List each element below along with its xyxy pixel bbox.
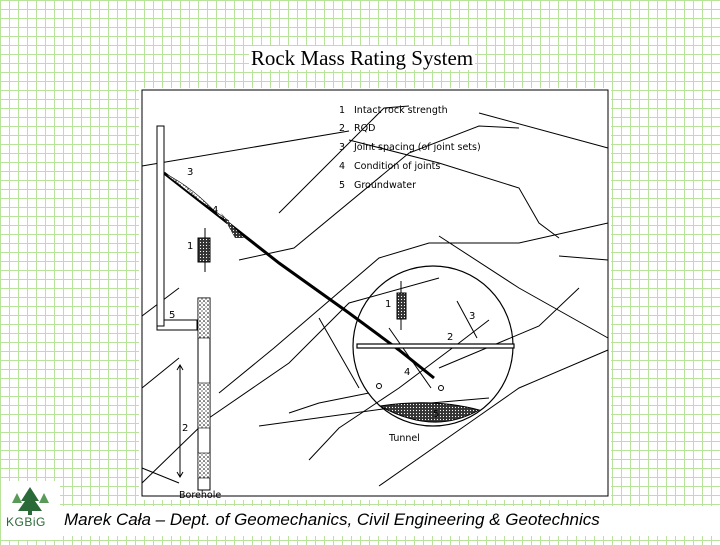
legend-num-5: 5 bbox=[339, 180, 345, 191]
tunnel bbox=[378, 402, 481, 423]
rmr-diagram: 3 4 1 5 2 1 3 2 4 5 1 Intact rock streng… bbox=[139, 88, 611, 500]
footer: Marek Cała – Dept. of Geomechanics, Civi… bbox=[60, 506, 720, 536]
title-text: Rock Mass Rating System bbox=[248, 46, 476, 70]
figure-frame bbox=[141, 89, 609, 497]
diagram-legend: 1 Intact rock strength 2 RQD 3 Joint spa… bbox=[339, 105, 481, 191]
legend-label-1: Intact rock strength bbox=[354, 105, 448, 116]
legend-num-3: 3 bbox=[339, 142, 345, 153]
legend-label-4: Condition of joints bbox=[354, 161, 440, 172]
footer-author: Marek Cała – Dept. of Geomechanics, Civi… bbox=[64, 510, 600, 529]
rqd-core bbox=[356, 343, 515, 349]
joint-infill bbox=[163, 172, 230, 222]
tree-logo-icon bbox=[1, 481, 60, 540]
marker-4-circle: 4 bbox=[404, 367, 410, 378]
legend-label-5: Groundwater bbox=[354, 180, 416, 191]
marker-5-borehole: 5 bbox=[169, 310, 175, 321]
logo-text: KGBiG bbox=[6, 515, 46, 529]
legend-num-1: 1 bbox=[339, 105, 345, 116]
diagram-svg: 3 4 1 5 2 1 3 2 4 5 1 Intact rock streng… bbox=[141, 89, 609, 500]
borehole-label: Borehole bbox=[179, 490, 221, 500]
legend-num-2: 2 bbox=[339, 123, 345, 134]
legend-num-4: 4 bbox=[339, 161, 345, 172]
kgbig-logo: KGBiG bbox=[1, 481, 60, 540]
intact-sample bbox=[396, 292, 407, 320]
marker-1-circle: 1 bbox=[385, 299, 391, 310]
page-title: Rock Mass Rating System bbox=[0, 46, 720, 71]
marker-4-borehole: 4 bbox=[212, 205, 218, 216]
borehole bbox=[156, 125, 211, 491]
tunnel-label: Tunnel bbox=[388, 433, 420, 444]
marker-2-borehole: 2 bbox=[182, 423, 188, 434]
marker-3-borehole: 3 bbox=[187, 167, 193, 178]
joint-lines bbox=[141, 105, 609, 487]
marker-5-circle: 5 bbox=[433, 409, 439, 420]
legend-label-2: RQD bbox=[354, 123, 375, 134]
major-joint bbox=[163, 171, 435, 380]
legend-label-3: Joint spacing (of joint sets) bbox=[353, 142, 481, 153]
marker-1-borehole: 1 bbox=[187, 241, 193, 252]
joint-infill-2 bbox=[221, 213, 244, 238]
marker-2-circle: 2 bbox=[447, 332, 453, 343]
marker-3-circle: 3 bbox=[469, 311, 475, 322]
